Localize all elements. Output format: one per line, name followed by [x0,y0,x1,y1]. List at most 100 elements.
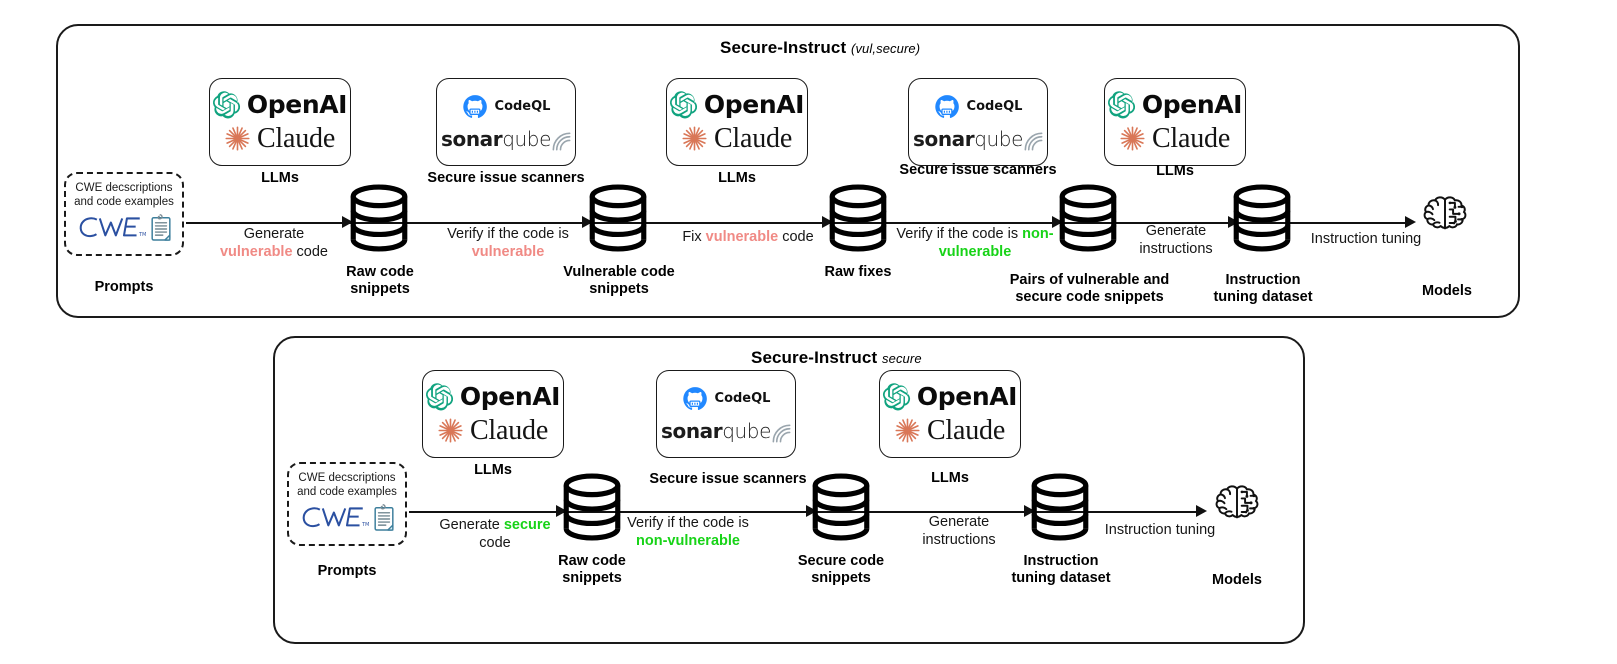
scanners-box-1-top[interactable]: CodeQL sonarqube [436,78,576,166]
label-line-1: Instruction tuning [1310,231,1422,247]
caption-llms-2-bottom: LLMs [931,470,969,486]
label-line-2: instructions [922,532,996,549]
openai-logo-1-top: OpenAI [212,90,347,119]
label-highlight-1: non- [1022,226,1054,242]
label-line-2-post: code [292,244,328,261]
codeql-label: CodeQL [714,391,771,406]
prompts-box-top[interactable]: CWE decscriptions and code examples [64,172,184,256]
caption-llms-2-top: LLMs [718,170,756,186]
flow-arrowhead-top-2 [582,216,593,228]
openai-label: OpenAI [1141,89,1243,119]
claude-label: Claude [926,414,1006,446]
sonarqube-logo-1-top: sonarqube [441,127,571,151]
caption-instruction-tuning-dataset-top: Instruction tuning dataset [1213,272,1313,306]
sonarqube-label: sonarqube [912,126,1024,151]
flow-line-top [186,222,1408,224]
caption-instruction-tuning-dataset-bottom: Instruction tuning dataset [1011,553,1111,587]
label-generate-secure-bottom: Generate secure code [420,516,570,552]
label-verify-non-vulnerable-bottom: Verify if the code is non-vulnerable [588,514,788,550]
openai-icon [212,90,241,118]
claude-icon [225,126,250,151]
flow-arrowhead-top-4 [1052,216,1063,228]
prompts-box-bottom[interactable]: CWE decscriptions and code examples [287,462,407,546]
caption-pairs-top: Pairs of vulnerable and secure code snip… [1009,272,1170,306]
cylinder-instruction-tuning-dataset-top [1232,184,1292,252]
caption-vulnerable-code-snippets-top: Vulnerable code snippets [563,264,675,298]
label-highlight: vulnerable [219,244,293,261]
sonarqube-label: sonarqube [660,418,772,443]
label-line-1-pre: Generate [439,517,504,533]
codeql-logo-1-top: CodeQL [462,93,551,120]
cwe-document-icon [150,213,171,241]
flow-arrowhead-bottom [1196,505,1207,517]
caption-models-top: Models [1422,283,1472,299]
codeql-label: CodeQL [494,99,551,114]
brain-icon-bottom [1215,485,1259,519]
claude-icon [682,126,707,151]
openai-icon [425,382,454,410]
label-line-1: Instruction tuning [1104,522,1216,538]
claude-label: Claude [1151,122,1231,154]
flow-arrowhead-top [1405,216,1416,228]
caption-llms-1-top: LLMs [261,170,299,186]
caption-llms-1-bottom: LLMs [474,462,512,478]
flow-arrowhead-bottom-2 [806,505,817,517]
openai-logo-2-bottom: OpenAI [882,382,1017,411]
scanners-box-2-top[interactable]: CodeQL sonarqube [908,78,1048,166]
openai-label: OpenAI [459,381,561,411]
cwe-logo-top [75,212,174,243]
label-highlight-2: vulnerable [938,244,1012,261]
caption-secure-code-snippets-bottom: Secure code snippets [797,553,885,587]
label-instruction-tuning-top: Instruction tuning [1296,230,1436,248]
llms-box-1-top[interactable]: OpenAI Claude [209,78,351,166]
cwe-wordmark-icon [302,507,370,530]
llms-box-1-bottom[interactable]: OpenAI Claude [422,370,564,458]
llms-box-2-top[interactable]: OpenAI Claude [666,78,808,166]
scanners-box-1-bottom[interactable]: CodeQL sonarqube [656,370,796,458]
label-fix-vulnerable-top: Fix vulnerable code [653,228,843,246]
prompts-box-text-top: CWE decscriptions and code examples [74,182,174,209]
sonarqube-logo-bottom: sonarqube [661,419,791,443]
sonarqube-label: sonarqube [440,126,552,151]
label-line-1: Generate [1145,223,1207,239]
panel-top-title: Secure-Instruct (vul,secure) [720,38,920,58]
llms-box-3-top[interactable]: OpenAI Claude [1104,78,1246,166]
codeql-logo-2-top: CodeQL [934,93,1022,120]
claude-label: Claude [469,414,549,446]
claude-icon [438,418,463,443]
label-highlight: non-vulnerable [636,533,740,550]
panel-top-title-sub: (vul,secure) [851,41,921,56]
label-highlight: vulnerable [471,244,545,261]
caption-llms-3-top: LLMs [1156,163,1194,179]
label-instruction-tuning-bottom: Instruction tuning [1090,521,1230,539]
label-highlight: secure [503,517,551,533]
label-generate-instructions-top: Generate instructions [1112,222,1240,258]
claude-label: Claude [713,122,793,154]
claude-icon [895,418,920,443]
caption-raw-fixes-top: Raw fixes [824,264,892,280]
codeql-icon [682,385,708,411]
sonarqube-logo-2-top: sonarqube [913,127,1043,151]
caption-raw-code-snippets-bottom: Raw code snippets [558,553,626,587]
flow-arrowhead-top-5 [1228,216,1239,228]
llms-box-2-bottom[interactable]: OpenAI Claude [879,370,1021,458]
label-line-1: Verify if the code is [447,226,569,242]
label-line-1: Generate [243,226,305,242]
claude-logo-2-top: Claude [682,123,792,155]
claude-logo-1-top: Claude [225,123,335,155]
caption-prompts-top: Prompts [94,279,154,295]
cylinder-raw-code-snippets-top [349,184,409,252]
panel-top-title-main: Secure-Instruct [720,38,847,57]
caption-prompts-bottom: Prompts [317,563,377,579]
claude-logo-1-bottom: Claude [438,415,548,447]
caption-scanners-1-bottom: Secure issue scanners [649,471,807,487]
flow-arrowhead-top-3 [822,216,833,228]
flow-arrowhead-bottom-3 [1024,505,1035,517]
openai-logo-3-top: OpenAI [1107,89,1243,119]
label-verify-non-vulnerable-top: Verify if the code is non- vulnerable [880,225,1070,261]
prompts-box-text-bottom: CWE decscriptions and code examples [297,472,397,499]
flow-line-bottom [409,511,1199,513]
sonarqube-swoosh-icon [1024,132,1043,150]
panel-secure-instruct-vul-secure [56,24,1520,318]
panel-bottom-title-main: Secure-Instruct [751,348,878,367]
